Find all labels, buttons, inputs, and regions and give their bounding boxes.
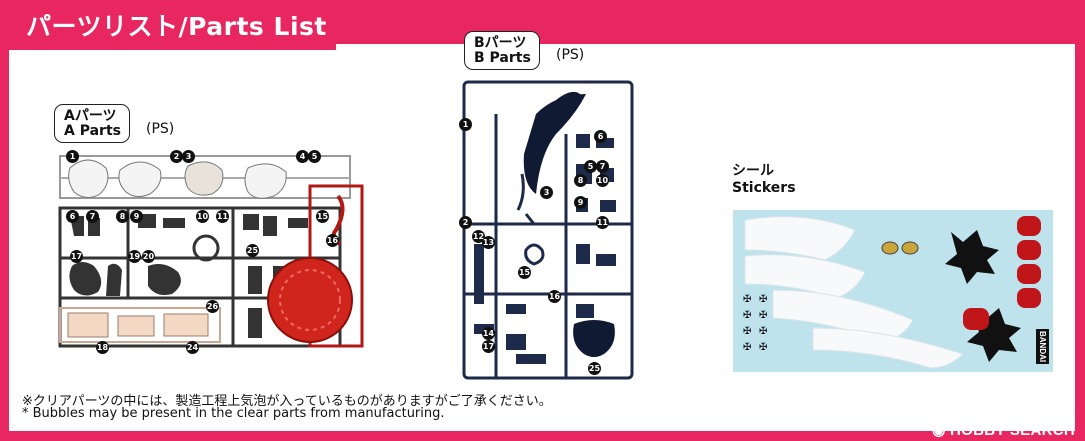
part-number-marker: 1	[66, 150, 79, 163]
part-number-marker: 8	[116, 210, 129, 223]
part-number-marker: 2	[459, 216, 472, 229]
bandai-logo: BANDAI	[1036, 328, 1049, 364]
note-japanese: ※クリアパーツの中には、製造工程上気泡が入っているものがありますがご了承ください…	[22, 394, 552, 409]
svg-text:✠: ✠	[759, 310, 767, 321]
a-parts-label-jp: Aパーツ	[64, 108, 117, 124]
part-number-marker: 7	[86, 210, 99, 223]
part-number-marker: 20	[142, 250, 155, 263]
part-number-marker: 5	[308, 150, 321, 163]
part-number-marker: 11	[596, 216, 609, 229]
part-number-marker: 4	[296, 150, 309, 163]
a-parts-label: Aパーツ A Parts	[54, 104, 130, 143]
part-number-marker: 25	[588, 362, 601, 375]
a-parts-material: (PS)	[146, 121, 175, 137]
part-number-marker: 14	[482, 327, 495, 340]
part-number-marker: 12	[472, 230, 485, 243]
sticker-sheet: ✠ ✠ ✠ ✠ ✠ ✠ ✠ ✠ BANDAI	[733, 210, 1053, 372]
part-number-marker: 15	[518, 266, 531, 279]
part-number-marker: 9	[574, 196, 587, 209]
page-title: パーツリスト/Parts List	[0, 0, 336, 50]
part-number-marker: 15	[316, 210, 329, 223]
part-number-marker: 6	[66, 210, 79, 223]
a-parts-runner	[58, 155, 364, 348]
part-number-marker: 5	[584, 160, 597, 173]
b-parts-label: Bパーツ B Parts	[464, 31, 540, 70]
watermark-text: HOBBY SEARCH	[949, 422, 1075, 439]
sticker-graphics: ✠ ✠ ✠ ✠ ✠ ✠ ✠ ✠	[743, 216, 1041, 369]
part-number-marker: 10	[596, 174, 609, 187]
svg-text:✠: ✠	[743, 294, 751, 305]
svg-text:✠: ✠	[759, 294, 767, 305]
part-number-marker: 11	[216, 210, 229, 223]
b-parts-material: (PS)	[556, 47, 585, 63]
part-number-marker: 24	[186, 341, 199, 354]
a-parts-label-en: A Parts	[64, 123, 121, 139]
note-english: * Bubbles may be present in the clear pa…	[22, 406, 445, 421]
part-number-marker: 9	[130, 210, 143, 223]
b-parts-label-jp: Bパーツ	[474, 35, 527, 51]
part-number-marker: 26	[206, 300, 219, 313]
stickers-label: シール Stickers	[732, 163, 796, 197]
stickers-label-jp: シール	[732, 163, 774, 179]
part-number-marker: 3	[540, 186, 553, 199]
stickers-label-en: Stickers	[732, 180, 796, 196]
part-number-marker: 3	[182, 150, 195, 163]
svg-text:✠: ✠	[743, 310, 751, 321]
part-number-marker: 18	[96, 341, 109, 354]
part-number-marker: 16	[326, 234, 339, 247]
part-number-marker: 25	[246, 244, 259, 257]
watermark-icon: ◉	[932, 422, 950, 439]
b-parts-label-en: B Parts	[474, 50, 531, 66]
part-number-marker: 13	[482, 236, 495, 249]
watermark: ◉ HOBBY SEARCH	[932, 421, 1075, 439]
svg-text:✠: ✠	[743, 326, 751, 337]
svg-text:✠: ✠	[759, 342, 767, 353]
part-number-marker: 8	[574, 174, 587, 187]
svg-text:✠: ✠	[743, 342, 751, 353]
part-number-marker: 10	[196, 210, 209, 223]
part-number-marker: 17	[70, 250, 83, 263]
svg-text:✠: ✠	[759, 326, 767, 337]
part-number-marker: 1	[459, 118, 472, 131]
part-number-marker: 19	[128, 250, 141, 263]
part-number-marker: 6	[594, 130, 607, 143]
part-number-marker: 7	[596, 160, 609, 173]
part-number-marker: 16	[548, 290, 561, 303]
part-number-marker: 17	[482, 340, 495, 353]
part-number-marker: 2	[170, 150, 183, 163]
